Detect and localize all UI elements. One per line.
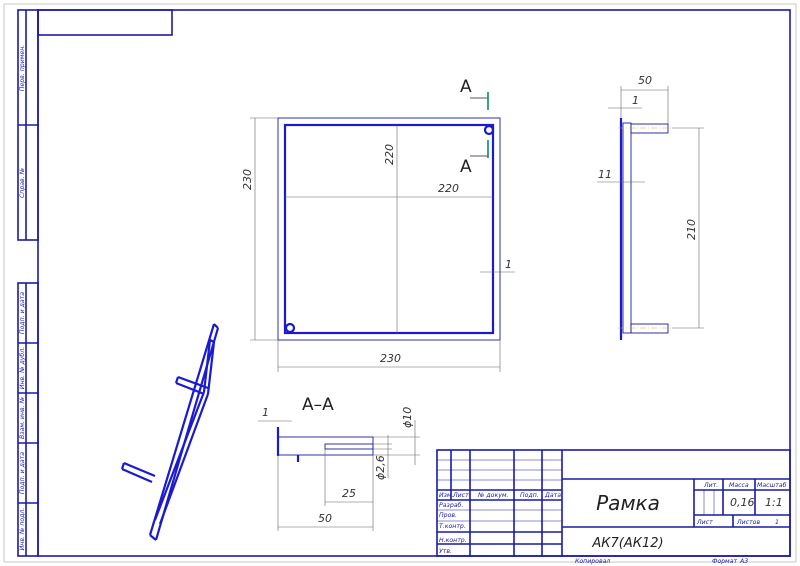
dim-inner-width: 220 [438, 182, 459, 195]
dim-hole-depth: 25 [342, 487, 356, 500]
stamp-label: Подп. и дата [19, 452, 26, 494]
format-label: Формат [712, 558, 737, 565]
pin-hole [284, 322, 296, 334]
header-label: Подп. [520, 492, 539, 499]
sheet-label: Лист [696, 519, 713, 526]
dim-wall: 1 [505, 258, 512, 271]
section-view: А–А 1 ϕ10 ϕ2,6 25 50 [258, 395, 420, 531]
stamp-label: Подп. и дата [19, 292, 26, 334]
dim-outer-width: 230 [380, 352, 401, 365]
section-title: А–А [302, 395, 334, 415]
dim-section-length: 50 [318, 512, 332, 525]
stamp-label: Перв. примен. [19, 45, 26, 91]
header-label: № докум. [477, 492, 509, 499]
isometric-view [120, 323, 220, 541]
role-label: Разраб. [439, 501, 463, 509]
header-label: Изм. [439, 492, 454, 499]
part-designation: АК7(АК12) [591, 536, 663, 551]
dim-hole-diameter: ϕ2,6 [374, 455, 387, 480]
role-label: Утв. [439, 548, 452, 555]
section-mark: А [460, 77, 472, 97]
dim-length: 50 [638, 74, 652, 87]
front-view: 230 220 220 230 1 А А [241, 77, 515, 372]
mass-value: 0,16 [730, 496, 755, 509]
role-label: Пров. [439, 512, 457, 519]
part-name: Рамка [596, 491, 660, 515]
dim-inner-height: 220 [383, 144, 396, 165]
scale-value: 1:1 [765, 496, 783, 509]
dim-outer-height: 230 [241, 169, 254, 190]
sheet-edge [3, 3, 797, 563]
title-block: Изм. Лист № докум. Подп. Дата Разраб. Пр… [436, 449, 791, 565]
mass-label: Масса [729, 482, 749, 489]
copied-label: Копировал [575, 558, 610, 565]
role-label: Т.контр. [439, 523, 466, 530]
side-view: 50 1 11 210 [597, 74, 704, 340]
pin-hole [483, 124, 495, 136]
dim-section-plate: 1 [262, 406, 269, 419]
dim-plate: 1 [632, 94, 639, 107]
stamp-label: Инв. № подл. [19, 508, 26, 551]
stamp-label: Инв. № дубл. [18, 347, 26, 389]
left-stamps: Перв. примен. Справ. № Подп. и дата Инв.… [17, 9, 39, 557]
lit-label: Лит. [703, 482, 718, 489]
header-label: Лист [452, 492, 469, 499]
dim-frame-depth: 11 [598, 168, 612, 181]
dim-pin-spacing: 210 [685, 219, 698, 240]
dim-outer-diameter: ϕ10 [401, 407, 414, 428]
role-label: Н.контр. [439, 537, 467, 544]
stamp-label: Справ. № [19, 168, 26, 198]
section-mark: А [460, 157, 472, 177]
scale-label: Масштаб [757, 481, 787, 489]
top-left-box [37, 9, 173, 36]
header-label: Дата [544, 492, 561, 499]
sheets-label: Листов [736, 519, 760, 526]
format-value: А3 [739, 558, 748, 565]
sheets-value: 1 [775, 519, 779, 526]
stamp-label: Взам. инв. № [19, 397, 26, 439]
